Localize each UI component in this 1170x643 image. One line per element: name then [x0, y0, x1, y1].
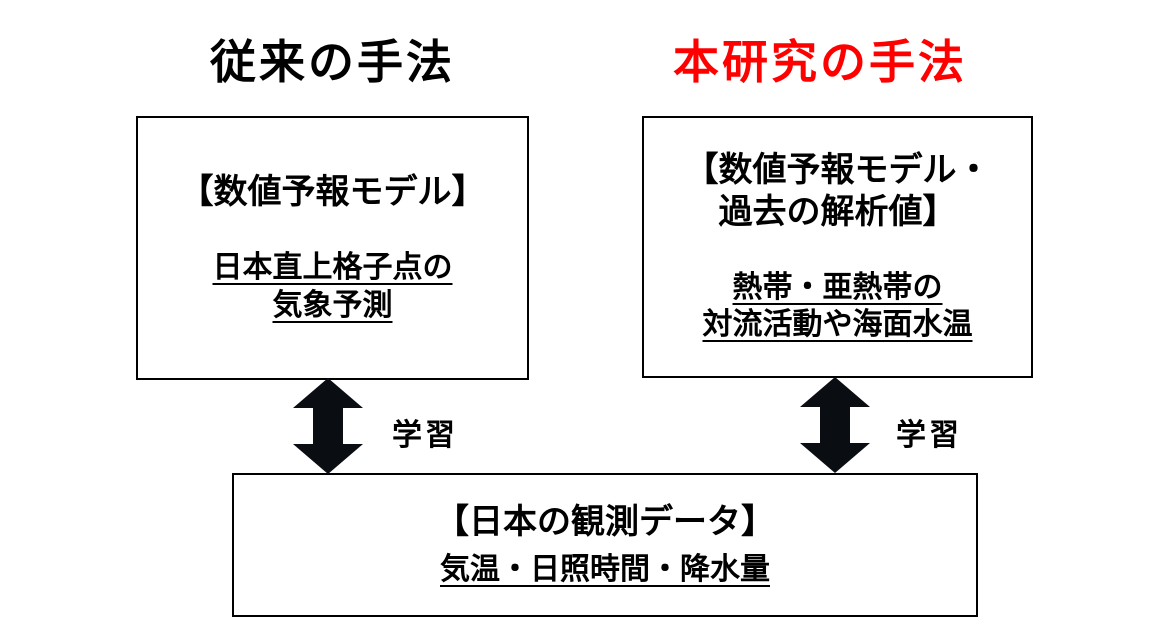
double-arrow-icon [293, 378, 363, 474]
box-numerical-forecast-model: 【数値予報モデル】 日本直上格子点の 気象予測 [136, 116, 529, 380]
box-japan-observation-data: 【日本の観測データ】 気温・日照時間・降水量 [232, 473, 978, 617]
right-box-body: 熱帯・亜熱帯の 対流活動や海面水温 [703, 269, 973, 344]
left-box-body: 日本直上格子点の 気象予測 [213, 249, 453, 324]
right-box-title-line2: 過去の解析値】 [718, 192, 957, 231]
left-box-body-line1: 日本直上格子点の [212, 251, 453, 285]
box-model-and-past-analysis: 【数値予報モデル・ 過去の解析値】 熱帯・亜熱帯の 対流活動や海面水温 [642, 116, 1033, 378]
bottom-box-body: 気温・日照時間・降水量 [440, 551, 770, 589]
left-box-body-line2: 気象予測 [272, 288, 393, 322]
heading-this-study-method: 本研究の手法 [673, 36, 967, 88]
bottom-box-body-line: 気温・日照時間・降水量 [440, 552, 770, 586]
heading-conventional-method: 従来の手法 [210, 36, 455, 88]
right-box-body-line2: 対流活動や海面水温 [702, 308, 973, 342]
right-box-body-line1: 熱帯・亜熱帯の [732, 270, 943, 304]
bottom-box-title: 【日本の観測データ】 [435, 502, 775, 541]
learning-label-left: 学習 [392, 419, 458, 452]
double-arrow-icon [800, 377, 870, 473]
left-box-title: 【数値予報モデル】 [179, 172, 486, 211]
right-box-title: 【数値予報モデル・ 過去の解析値】 [685, 150, 991, 233]
learning-label-right: 学習 [896, 419, 962, 452]
right-box-title-line1: 【数値予報モデル・ [684, 151, 991, 190]
